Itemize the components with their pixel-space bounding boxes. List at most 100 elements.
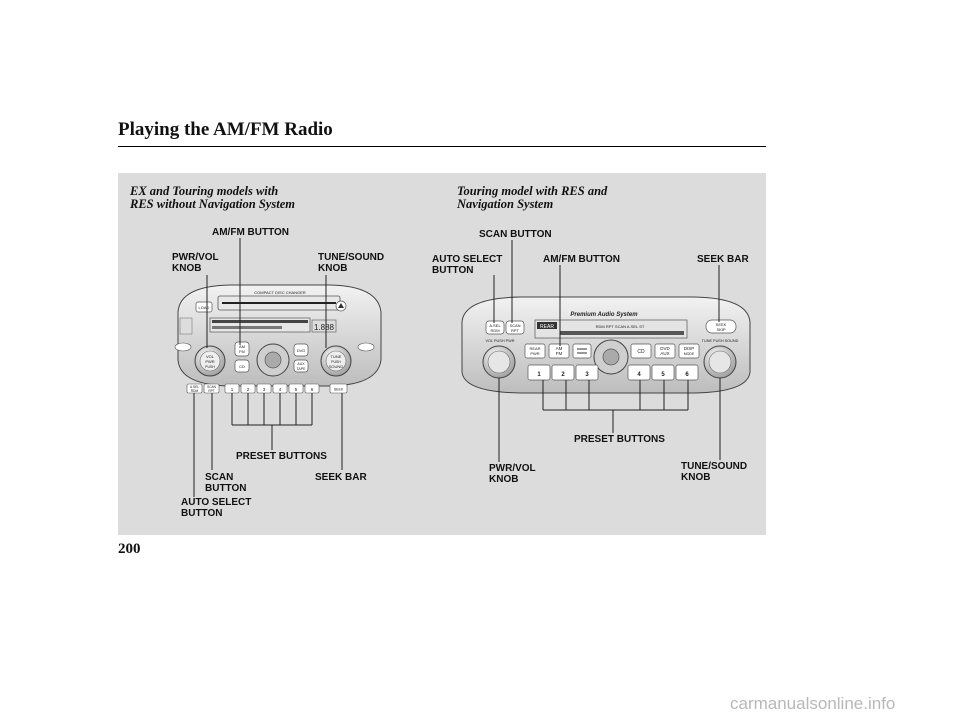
right-cd-button (630, 343, 652, 359)
right-radio-unit: Premium Audio System REAR RDM RPT SCAN A… (461, 296, 751, 394)
right-preset-label: PRESET BUTTONS (574, 434, 665, 445)
svg-text:RDM: RDM (490, 328, 499, 333)
svg-text:4: 4 (279, 387, 282, 392)
right-preset-3 (575, 364, 599, 381)
left-scan-label: SCAN BUTTON (205, 472, 247, 494)
svg-text:AM: AM (556, 346, 563, 351)
svg-text:PUSH: PUSH (331, 360, 341, 364)
right-preset-5 (651, 364, 675, 381)
svg-text:1: 1 (537, 372, 541, 378)
svg-text:TUNE: TUNE (331, 354, 342, 359)
right-asel-button (485, 320, 505, 335)
svg-text:SKIP: SKIP (716, 327, 725, 332)
svg-text:RPT: RPT (511, 328, 520, 333)
svg-text:PWR: PWR (530, 351, 539, 356)
svg-text:5: 5 (295, 387, 298, 392)
right-auto-select-label: AUTO SELECT BUTTON (432, 254, 503, 276)
svg-text:1: 1 (231, 387, 234, 392)
svg-text:AM: AM (239, 344, 245, 349)
svg-text:SCAN: SCAN (207, 385, 217, 389)
svg-text:PWR: PWR (205, 359, 214, 364)
right-heading-line-2: Navigation System (457, 197, 554, 211)
right-brand-text: Premium Audio System (570, 312, 638, 318)
left-pwr-vol-label: PWR/VOL KNOB (172, 252, 219, 274)
right-pwr-vol-label: PWR/VOL KNOB (489, 463, 536, 485)
title-rule (118, 146, 766, 147)
svg-text:6: 6 (685, 372, 689, 378)
svg-text:4: 4 (637, 372, 641, 378)
right-seek-bar (705, 319, 737, 334)
svg-text:2: 2 (247, 387, 250, 392)
svg-text:A.SEL: A.SEL (489, 323, 501, 328)
right-am-fm-label: AM/FM BUTTON (543, 254, 621, 265)
page-number: 200 (118, 541, 141, 557)
watermark: carmanualsonline.info (730, 694, 896, 713)
right-section-heading: Touring model with RES and Navigation Sy… (457, 185, 607, 211)
left-seek-bar-label: SEEK BAR (315, 472, 367, 483)
left-aux-button (293, 359, 309, 373)
right-am-fm-button (548, 343, 570, 359)
right-scan-label: SCAN BUTTON (479, 229, 552, 240)
right-preset-2 (551, 364, 575, 381)
right-seek-bar-label: SEEK BAR (697, 254, 749, 265)
svg-text:RDM: RDM (191, 389, 199, 393)
svg-text:TUNE PUSH SOUND: TUNE PUSH SOUND (702, 339, 739, 343)
svg-text:6: 6 (311, 387, 314, 392)
left-radio-unit: COMPACT DISC CHANGER LOAD 1.888 VOL PWR … (174, 284, 382, 394)
left-heading-line-2: RES without Navigation System (130, 197, 295, 211)
svg-text:SCAN: SCAN (509, 323, 520, 328)
svg-text:FM: FM (556, 351, 563, 356)
svg-text:PUSH: PUSH (205, 365, 215, 369)
right-preset-6 (675, 364, 699, 381)
svg-text:AUX: AUX (660, 351, 669, 356)
right-dvd-aux-button (654, 343, 676, 359)
svg-text:CD: CD (239, 364, 245, 369)
left-load-button: LOAD (199, 305, 210, 310)
svg-text:DVD: DVD (660, 346, 670, 351)
right-tune-sound-label: TUNE/SOUND KNOB (681, 461, 748, 483)
svg-text:AUX: AUX (297, 362, 305, 366)
right-mode-button (572, 343, 592, 359)
left-section-heading: EX and Touring models with RES without N… (130, 185, 295, 211)
right-scan-button (505, 320, 525, 335)
svg-text:CD: CD (637, 349, 645, 355)
left-auto-select-label: AUTO SELECT BUTTON (181, 497, 252, 519)
left-am-fm-button (234, 341, 250, 357)
svg-text:A.SEL: A.SEL (190, 385, 199, 389)
svg-text:REAR: REAR (529, 346, 540, 351)
left-leader-lines (193, 238, 343, 497)
svg-text:SEEK: SEEK (716, 322, 727, 327)
left-am-fm-label: AM/FM BUTTON (212, 227, 290, 238)
right-preset-1 (527, 364, 551, 381)
svg-text:REAR: REAR (540, 324, 554, 330)
left-dvd-button (293, 343, 309, 357)
left-changer-text: COMPACT DISC CHANGER (254, 290, 306, 295)
right-rear-button (524, 343, 546, 359)
svg-text:VOL: VOL (206, 354, 215, 359)
svg-text:VOL PUSH PWR: VOL PUSH PWR (486, 339, 515, 343)
svg-text:RPT: RPT (208, 389, 214, 393)
left-preset-label: PRESET BUTTONS (236, 451, 327, 462)
svg-text:MODE: MODE (684, 352, 695, 356)
svg-text:3: 3 (263, 387, 266, 392)
svg-text:3: 3 (585, 372, 589, 378)
svg-text:FM: FM (239, 349, 245, 354)
left-tune-sound-label: TUNE/SOUND KNOB (318, 252, 385, 274)
svg-text:TAPE: TAPE (297, 367, 307, 371)
right-heading-line-1: Touring model with RES and (457, 184, 608, 198)
left-cd-button (234, 359, 250, 373)
svg-text:SOUND: SOUND (329, 364, 344, 369)
eject-icon (338, 303, 344, 308)
right-preset-4 (627, 364, 651, 381)
svg-text:5: 5 (661, 372, 665, 378)
left-heading-line-1: EX and Touring models with (130, 184, 279, 198)
svg-text:DVD: DVD (297, 348, 306, 353)
left-display-digits: 1.888 (314, 323, 335, 332)
page-title: Playing the AM/FM Radio (118, 119, 333, 140)
right-display-text: RDM RPT SCAN A.SEL ST (596, 324, 645, 329)
svg-text:SEEK: SEEK (334, 388, 344, 392)
right-leader-lines (493, 240, 721, 462)
left-seek-bar (329, 383, 348, 394)
svg-text:2: 2 (561, 372, 565, 378)
